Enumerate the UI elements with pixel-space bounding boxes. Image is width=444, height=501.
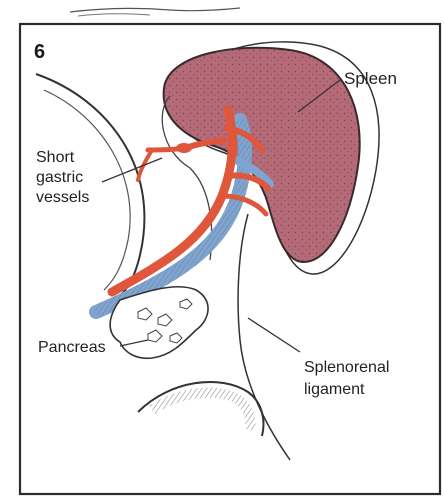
label-splenorenal-2: ligament [304,381,365,398]
label-short-gastric-3: vessels [36,189,89,206]
label-short-gastric-1: Short [36,149,75,166]
top-scribble [70,8,240,16]
figure-number: 6 [34,41,45,63]
label-splenorenal-1: Splenorenal [304,359,389,376]
label-spleen: Spleen [344,69,397,88]
label-short-gastric-2: gastric [36,169,83,186]
label-pancreas: Pancreas [38,339,106,356]
